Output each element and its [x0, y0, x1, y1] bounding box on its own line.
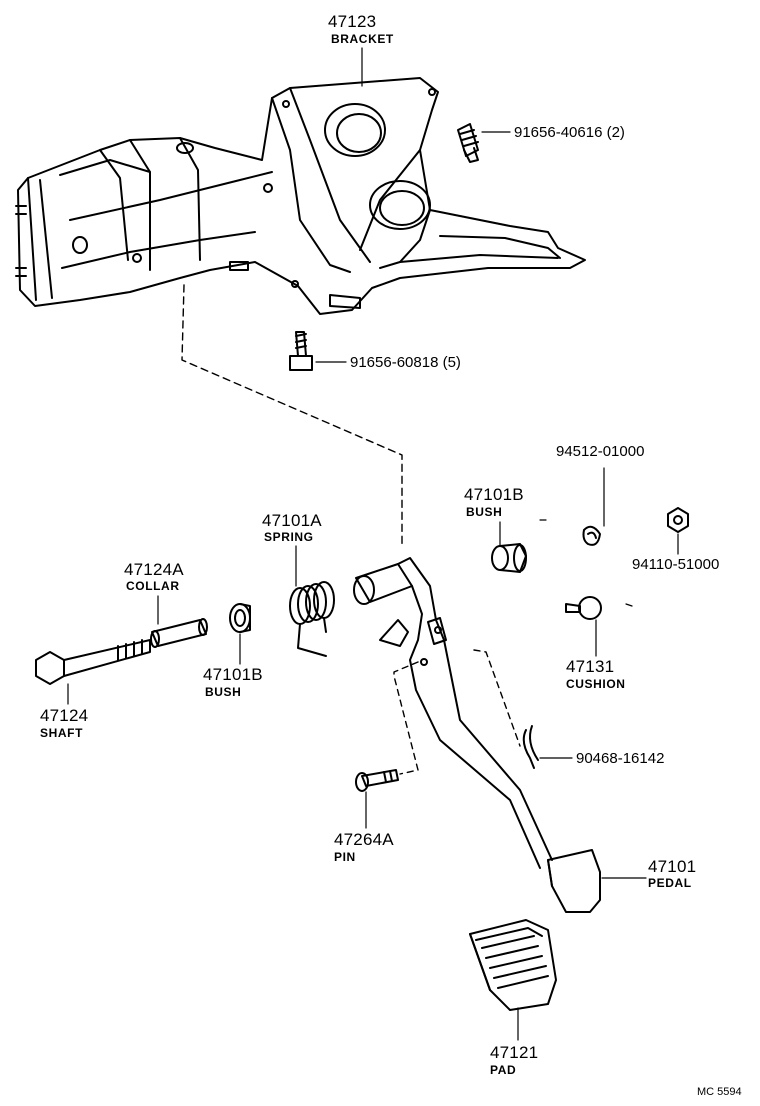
shaft-number: 47124	[40, 706, 89, 725]
diagram-code: MC 5594	[697, 1086, 742, 1098]
pad-part	[469, 919, 557, 1041]
pedal-part	[353, 557, 647, 913]
bush-right-part	[491, 521, 527, 573]
collar-name: COLLAR	[126, 579, 180, 593]
bush-left-number: 47101B	[203, 665, 263, 684]
bush-left-part	[229, 603, 251, 665]
spring-part	[289, 545, 335, 657]
bush-right-name: BUSH	[466, 505, 503, 519]
pin-part	[355, 769, 399, 829]
shaft-name: SHAFT	[40, 726, 83, 740]
pad-name: PAD	[490, 1063, 517, 1077]
cushion-name: CUSHION	[566, 677, 626, 691]
bush-left-name: BUSH	[205, 685, 242, 699]
washer-number: 94512-01000	[556, 443, 645, 460]
bracket-name: BRACKET	[331, 32, 394, 46]
pin-guide-dashed	[393, 661, 419, 775]
bolt-top-part	[457, 123, 511, 163]
bracket-number: 47123	[328, 12, 377, 31]
cushion-number: 47131	[566, 657, 615, 676]
spring-name: SPRING	[264, 530, 314, 544]
cushion-mark	[625, 603, 633, 607]
bolt-mid-number: 91656-60818 (5)	[350, 354, 461, 371]
bolt-mid-part	[289, 331, 347, 371]
spring-number: 47101A	[262, 511, 322, 530]
shaft-part	[35, 639, 151, 705]
collar-number: 47124A	[124, 560, 184, 579]
pedal-name: PEDAL	[648, 876, 692, 890]
pin-name: PIN	[334, 850, 356, 864]
bush-right-number: 47101B	[464, 485, 524, 504]
pad-number: 47121	[490, 1043, 539, 1062]
nut-number: 94110-51000	[632, 556, 720, 573]
collar-part	[150, 595, 208, 648]
pin-number: 47264A	[334, 830, 394, 849]
cushion-part	[565, 596, 602, 657]
bracket-part	[15, 77, 586, 315]
clip-part	[522, 725, 573, 769]
clip-guide-dashed	[473, 649, 521, 747]
washer-part	[582, 467, 605, 546]
bolt-top-number: 91656-40616 (2)	[514, 124, 625, 141]
clip-number: 90468-16142	[576, 750, 665, 767]
pedal-number: 47101	[648, 857, 697, 876]
nut-part	[667, 507, 689, 555]
dashed-leader	[181, 284, 403, 546]
